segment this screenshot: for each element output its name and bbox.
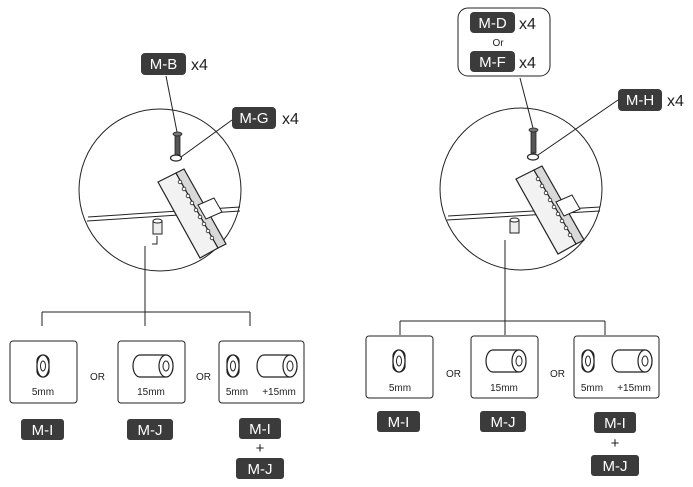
spacer-15mm-icon xyxy=(485,349,527,373)
label-m-f-qty: x4 xyxy=(519,55,536,72)
right-label-m-i-1-text: M-I xyxy=(388,414,410,431)
left-label-m-j-1: M-J xyxy=(127,419,173,440)
label-m-g-qty: x4 xyxy=(282,111,299,128)
left-option-15mm-size: 15mm xyxy=(137,387,165,398)
label-m-d-qty: x4 xyxy=(519,16,536,33)
right-spacer xyxy=(509,217,520,234)
spacer-5mm-icon xyxy=(36,354,50,378)
right-bracket xyxy=(515,165,585,255)
right-or-1: OR xyxy=(446,369,461,380)
screw-or-text: Or xyxy=(492,38,504,49)
right-spacer-options: 5mm OR 15mm OR 5mm +15mm M-I M-J xyxy=(365,335,660,476)
left-spacer-options: 5mm OR 15mm OR 5mm +15mm M-I xyxy=(9,340,305,479)
label-m-d-text: M-D xyxy=(478,15,506,32)
label-m-b-text: M-B xyxy=(150,56,178,73)
left-label-m-j-2: M-J xyxy=(236,458,284,479)
right-label-m-i-2: M-I xyxy=(594,412,636,433)
label-m-h-qty: x4 xyxy=(667,93,684,110)
right-label-m-i-2-text: M-I xyxy=(604,415,626,432)
left-label-m-i-2: M-I xyxy=(239,418,281,439)
left-plus: + xyxy=(256,440,265,457)
left-screw xyxy=(172,131,183,156)
label-m-d: M-D xyxy=(470,12,515,33)
label-m-b: M-B xyxy=(141,53,186,75)
label-m-h: M-H xyxy=(618,89,662,111)
right-screw xyxy=(528,127,539,154)
right-option-combo-5mm: 5mm xyxy=(581,383,603,394)
left-label-m-i-2-text: M-I xyxy=(249,421,271,438)
right-or-2: OR xyxy=(550,369,565,380)
right-option-combo-15mm: +15mm xyxy=(617,383,651,394)
left-label-m-i-1: M-I xyxy=(21,419,64,440)
left-assembly: M-B x4 M-G x4 xyxy=(41,53,299,326)
right-label-m-j-1-text: M-J xyxy=(491,414,516,431)
right-option-5mm-size: 5mm xyxy=(389,383,411,394)
left-or-2: OR xyxy=(196,372,211,383)
spacer-combo-icon xyxy=(226,354,298,378)
right-label-m-i-1: M-I xyxy=(377,411,420,432)
right-assembly: M-D x4 Or M-F x4 M-H x4 xyxy=(399,7,684,335)
right-washer xyxy=(526,153,540,161)
label-m-f: M-F xyxy=(470,51,515,72)
right-option-15mm-size: 15mm xyxy=(490,383,518,394)
left-option-combo-15mm: +15mm xyxy=(262,387,296,398)
left-label-m-i-1-text: M-I xyxy=(32,422,54,439)
label-m-g: M-G xyxy=(232,107,276,129)
left-washer xyxy=(169,154,183,162)
left-or-1: OR xyxy=(90,372,105,383)
left-spacer xyxy=(152,218,163,235)
right-plus: + xyxy=(611,435,620,452)
label-m-h-text: M-H xyxy=(626,92,654,109)
left-bracket xyxy=(157,168,227,259)
spacer-5mm-icon xyxy=(392,349,406,373)
right-label-m-j-1: M-J xyxy=(480,411,526,432)
left-option-combo-5mm: 5mm xyxy=(226,387,248,398)
label-m-b-qty: x4 xyxy=(191,57,208,74)
left-option-5mm-size: 5mm xyxy=(32,387,54,398)
right-label-m-j-2-text: M-J xyxy=(603,458,628,475)
label-m-g-text: M-G xyxy=(239,110,268,127)
left-detail-circle xyxy=(78,108,242,272)
right-label-m-j-2: M-J xyxy=(591,455,639,476)
right-detail-circle xyxy=(439,107,603,271)
spacer-15mm-icon xyxy=(132,354,174,378)
label-m-f-text: M-F xyxy=(479,54,506,71)
left-label-m-j-1-text: M-J xyxy=(138,422,163,439)
left-label-m-j-2-text: M-J xyxy=(248,461,273,478)
spacer-combo-icon xyxy=(581,349,653,373)
